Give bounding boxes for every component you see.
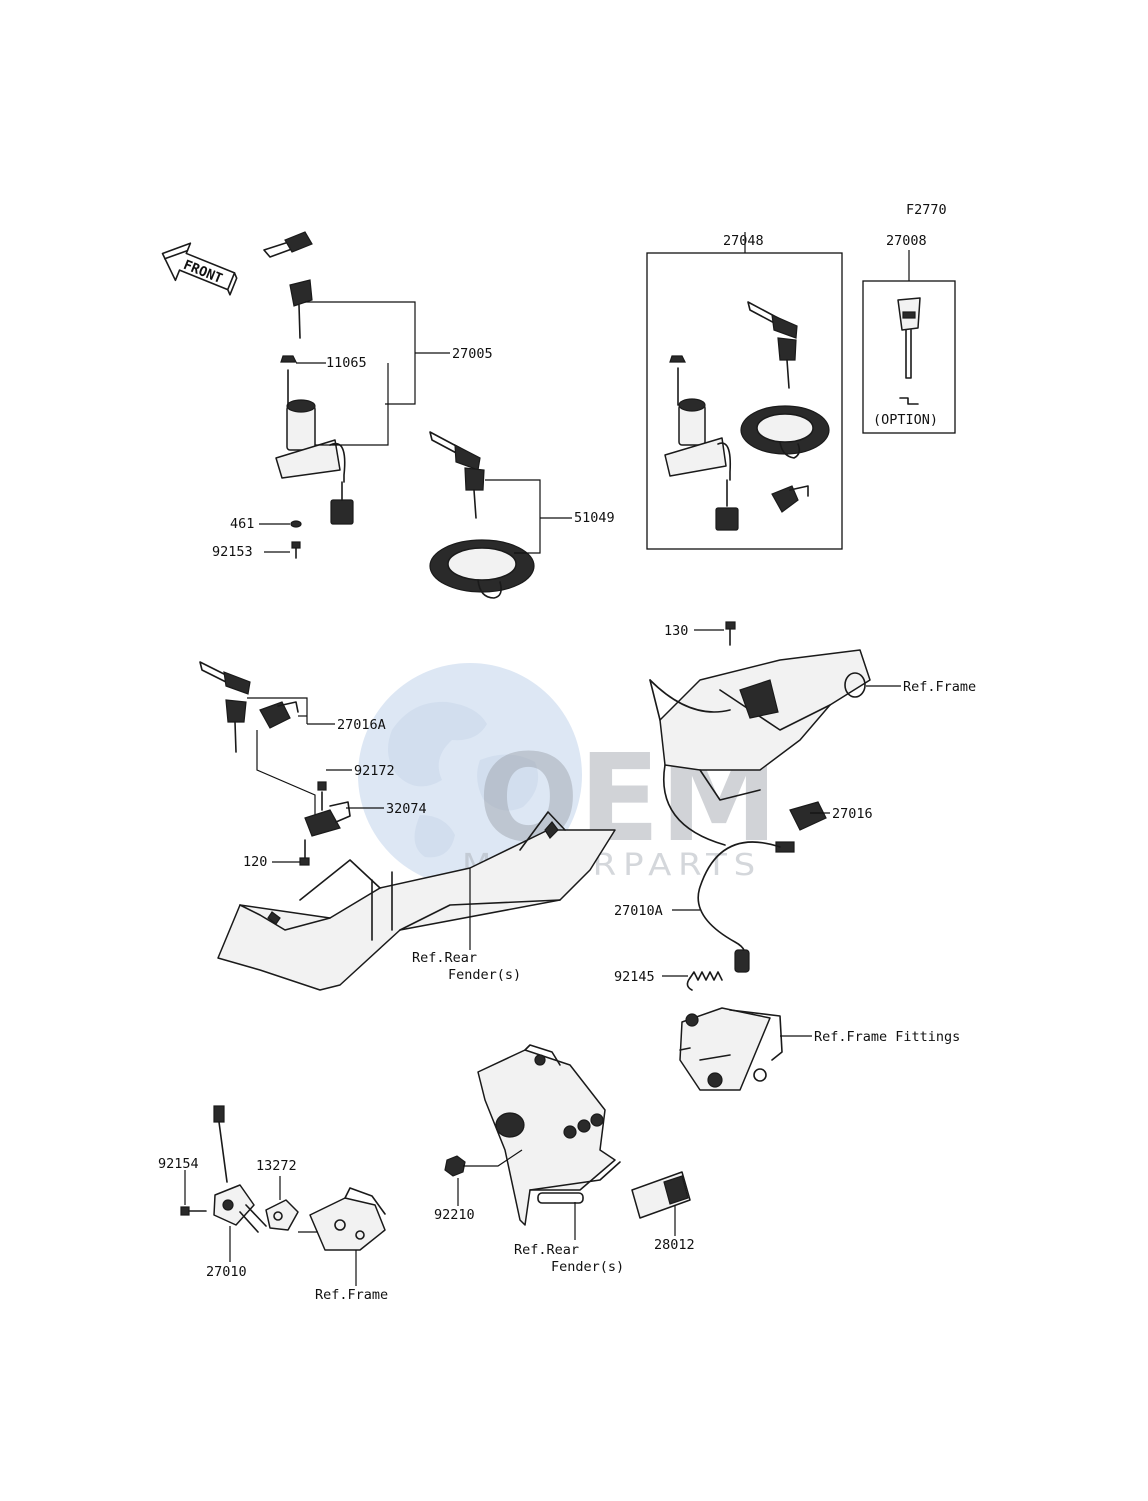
- label-92145: 92145: [614, 969, 655, 985]
- bolt-icon: [180, 1206, 207, 1216]
- label-ref-rear-fender-2a: Ref.Rear: [514, 1242, 579, 1258]
- front-arrow-icon: FRONT: [161, 242, 238, 296]
- label-130: 130: [664, 623, 688, 639]
- fuel-cap-icon: [740, 405, 830, 459]
- label-option: (OPTION): [873, 412, 938, 428]
- ignition-switch-icon: [275, 355, 354, 525]
- label-ref-rear-fender-1a: Ref.Rear: [412, 950, 477, 966]
- key-icon: [289, 279, 313, 339]
- label-ref-frame-1: Ref.Frame: [903, 679, 976, 695]
- diagram-code: F2770: [906, 202, 947, 218]
- seat-lock-icon: [771, 485, 809, 513]
- rear-fender-icon: [217, 811, 616, 991]
- key-icon: [747, 301, 798, 389]
- seat-lock-icon: [259, 701, 299, 729]
- label-27008: 27008: [886, 233, 927, 249]
- label-120: 120: [243, 854, 267, 870]
- bolt-icon: [291, 541, 301, 559]
- label-27010: 27010: [206, 1264, 247, 1280]
- license-bracket-icon: [477, 1044, 621, 1226]
- cable-icon: [697, 841, 795, 973]
- key-icon: [199, 661, 251, 753]
- label-92172: 92172: [354, 763, 395, 779]
- reflector-icon: [631, 1171, 691, 1219]
- key-icon: [263, 231, 313, 258]
- label-27048: 27048: [723, 233, 764, 249]
- fuel-cap-icon: [429, 539, 535, 599]
- plate-icon: [265, 1199, 299, 1231]
- bracket-icon: [304, 781, 351, 837]
- label-ref-frame-2: Ref.Frame: [315, 1287, 388, 1303]
- label-ref-frame-fittings: Ref.Frame Fittings: [814, 1029, 960, 1045]
- nut-icon: [444, 1155, 466, 1177]
- ignition-switch-icon: [664, 355, 739, 531]
- bolt-icon: [299, 839, 310, 866]
- frame-fittings-icon: [679, 1007, 783, 1091]
- label-32074: 32074: [386, 801, 427, 817]
- washer-icon: [290, 520, 302, 528]
- label-11065: 11065: [326, 355, 367, 371]
- label-27010A: 27010A: [614, 903, 663, 919]
- label-13272: 13272: [256, 1158, 297, 1174]
- kit-box-27048: [646, 252, 843, 550]
- label-27016: 27016: [832, 806, 873, 822]
- label-92153: 92153: [212, 544, 253, 560]
- label-51049: 51049: [574, 510, 615, 526]
- label-ref-rear-fender-1b: Fender(s): [448, 967, 521, 983]
- label-ref-rear-fender-2b: Fender(s): [551, 1259, 624, 1275]
- frame-icon: [309, 1187, 386, 1251]
- key-icon: [429, 431, 485, 519]
- label-27016A: 27016A: [337, 717, 386, 733]
- spring-icon: [686, 971, 723, 991]
- label-461: 461: [230, 516, 254, 532]
- key-icon: [897, 297, 921, 405]
- label-28012: 28012: [654, 1237, 695, 1253]
- sensor-icon: [213, 1105, 267, 1233]
- label-92210: 92210: [434, 1207, 475, 1223]
- label-92154: 92154: [158, 1156, 199, 1172]
- seat-lock-icon: [789, 801, 827, 831]
- front-label: FRONT: [181, 257, 225, 287]
- label-27005: 27005: [452, 346, 493, 362]
- bolt-icon: [725, 621, 736, 646]
- frame-icon: [649, 649, 871, 846]
